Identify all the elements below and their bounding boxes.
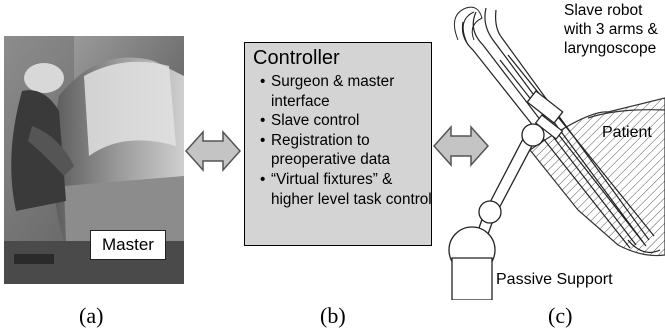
master-label: Master bbox=[90, 230, 166, 260]
controller-item: Slave control bbox=[259, 111, 439, 131]
controller-box: Controller Surgeon & master interface Sl… bbox=[244, 42, 432, 246]
slave-robot-drawing bbox=[448, 6, 665, 300]
controller-item: “Virtual fixtures” & higher level task c… bbox=[259, 170, 439, 209]
caption-c: (c) bbox=[548, 303, 573, 328]
controller-item: Registration to preoperative data bbox=[259, 131, 439, 170]
double-arrow-right-icon bbox=[433, 125, 489, 167]
double-arrow-left-icon bbox=[185, 130, 241, 172]
controller-list: Surgeon & master interface Slave control… bbox=[259, 72, 439, 209]
passive-support-label: Passive Support bbox=[495, 271, 614, 289]
caption-a: (a) bbox=[79, 303, 104, 328]
controller-title: Controller bbox=[253, 47, 340, 69]
master-photo-panel: Master bbox=[4, 36, 184, 284]
caption-b: (b) bbox=[320, 303, 346, 328]
patient-label: Patient bbox=[602, 124, 652, 141]
slave-robot-panel: Slave robot with 3 arms & laryngoscope P… bbox=[438, 0, 665, 300]
slave-robot-label: Slave robot with 3 arms & laryngoscope bbox=[564, 2, 658, 57]
controller-item: Surgeon & master interface bbox=[259, 72, 439, 111]
